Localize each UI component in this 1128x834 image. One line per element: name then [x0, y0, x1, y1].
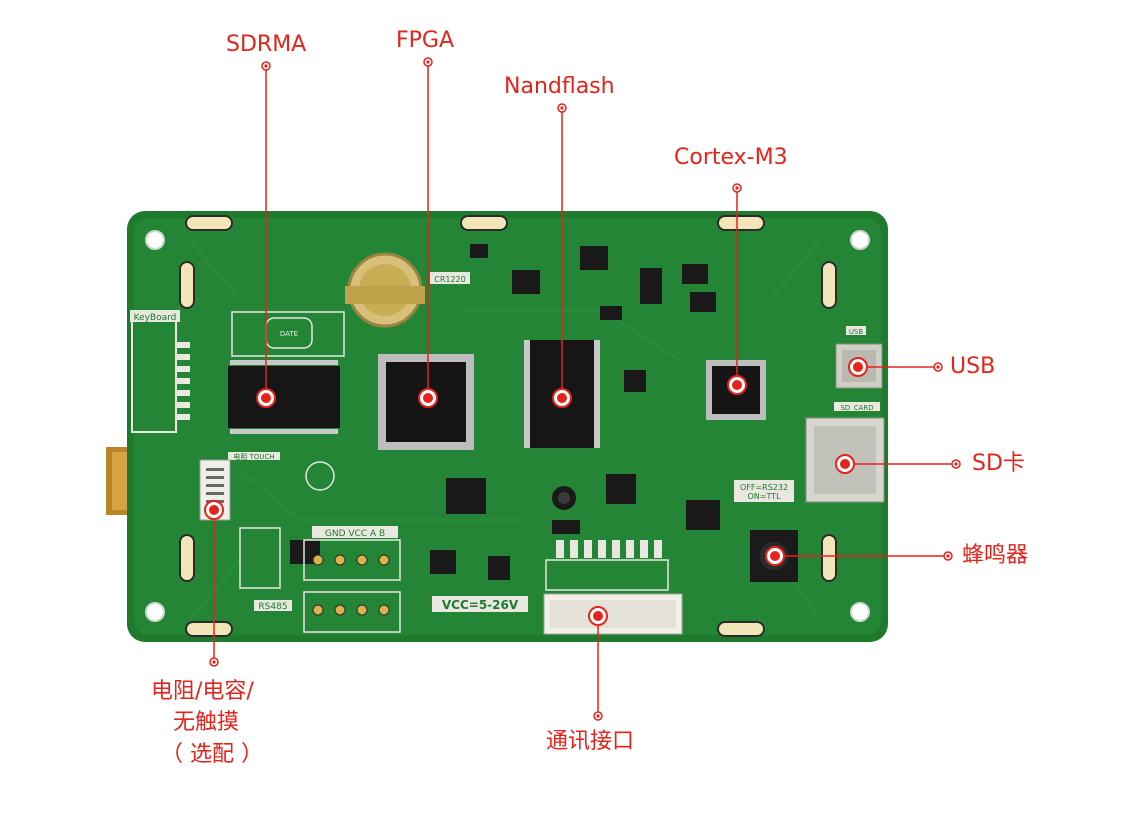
- touch-connector: 电阻 TOUCH: [199, 452, 280, 521]
- sd-card-slot: SD_CARD: [805, 402, 885, 503]
- usb-dot: [848, 357, 868, 377]
- sdcard-dot: [835, 454, 855, 474]
- label-endpoints: [209, 57, 961, 721]
- comm-connector: [543, 540, 683, 635]
- small-components: [290, 244, 720, 580]
- label-fpga: FPGA: [396, 28, 455, 53]
- label-touch-line1: 电阻/电容/: [151, 679, 254, 704]
- sdcard-silkscreen: SD_CARD: [840, 404, 873, 412]
- touch-dot: [204, 500, 224, 520]
- label-touch-line3: （ 选配 ）: [161, 742, 263, 767]
- sdram-dot: [256, 388, 276, 408]
- vcc-silkscreen: VCC=5-26V: [442, 598, 519, 612]
- label-cortex-m3: Cortex-M3: [674, 145, 788, 170]
- pcb-board: KeyBoard DATE: [127, 211, 888, 642]
- rs232-silkscreen-1: OFF=RS232: [740, 483, 788, 492]
- comm-dot: [588, 606, 608, 626]
- label-comm-interface: 通讯接口: [546, 729, 635, 754]
- date-silkscreen: DATE: [280, 330, 298, 338]
- cortex-dot: [727, 375, 747, 395]
- marker-dots: [204, 357, 868, 626]
- label-usb: USB: [950, 354, 996, 379]
- rs232-label-plate: [734, 480, 794, 502]
- buzzer-dot: [765, 546, 785, 566]
- mounting-holes: [145, 230, 870, 622]
- vcc-label-plate: [432, 596, 528, 612]
- battery-holder: CR1220: [345, 252, 470, 328]
- label-sd-card: SD卡: [972, 451, 1025, 476]
- usb-silkscreen: USB: [849, 328, 864, 336]
- keyboard-connector: KeyBoard: [130, 310, 190, 433]
- label-sdram: SDRMA: [226, 32, 307, 57]
- rs485-area: RS485 GND VCC A B: [239, 526, 401, 633]
- rs232-silkscreen-2: ON=TTL: [747, 492, 781, 501]
- gnd-vcc-silkscreen: GND VCC A B: [325, 529, 385, 539]
- label-buzzer: 蜂鸣器: [962, 543, 1029, 568]
- fpga-dot: [418, 388, 438, 408]
- nandflash-dot: [552, 388, 572, 408]
- mounting-slots: [179, 215, 837, 637]
- label-touch-line2: 无触摸: [173, 710, 240, 735]
- battery-silkscreen: CR1220: [434, 275, 466, 284]
- touch-silkscreen: 电阻 TOUCH: [233, 452, 274, 461]
- leader-lines: [213, 62, 956, 716]
- keyboard-silkscreen: KeyBoard: [134, 313, 177, 323]
- sdram-chip: DATE: [228, 311, 345, 434]
- rs485-silkscreen: RS485: [258, 602, 287, 612]
- label-nandflash: Nandflash: [504, 74, 615, 99]
